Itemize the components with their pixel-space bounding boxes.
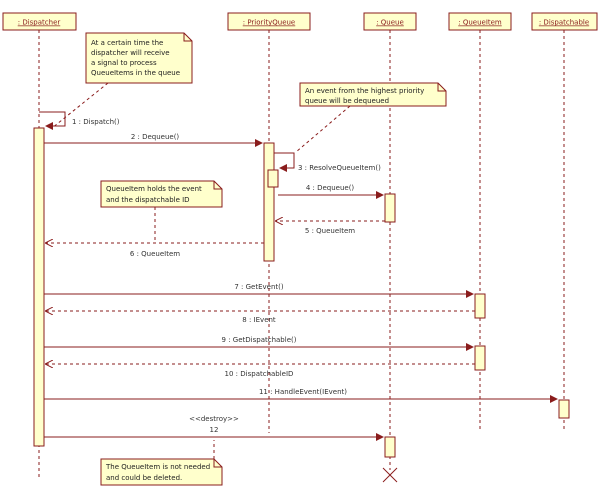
activation-dispatchable: [558, 399, 570, 419]
activation-queue-destroy: [384, 436, 396, 458]
message-3[interactable]: 3 : ResolveQueueItem(): [274, 152, 381, 172]
message-4[interactable]: 4 : Dequeue(): [278, 184, 384, 199]
note-line: a signal to process: [91, 59, 157, 67]
lifeline-header-priorityqueue[interactable]: : PriorityQueue: [227, 12, 311, 31]
message-label: 8 : IEvent: [242, 316, 276, 324]
message-label: 11 : HandleEvent(IEvent): [259, 388, 347, 396]
note-line: and the dispatchable ID: [106, 196, 190, 204]
message-label: 6 : QueueItem: [130, 250, 180, 258]
message-label: 2 : Dequeue(): [131, 133, 180, 141]
note-line: and could be deleted.: [106, 474, 182, 482]
note-line: queue will be dequeued: [305, 97, 389, 105]
message-label: 4 : Dequeue(): [306, 184, 355, 192]
note-line: At a certain time the: [91, 39, 163, 47]
activation-priorityqueue-nested: [267, 169, 279, 188]
note-line: QueueItem holds the event: [106, 185, 202, 193]
note-holds[interactable]: QueueItem holds the event and the dispat…: [100, 180, 223, 243]
message-label: 7 : GetEvent(): [234, 283, 284, 291]
activation-queueitem-getevent: [474, 293, 486, 319]
activation-priorityqueue: [263, 142, 275, 262]
lifeline-header-queue[interactable]: : Queue: [363, 12, 417, 31]
lifeline-name: : Dispatcher: [18, 19, 61, 27]
activation-queue: [384, 193, 396, 223]
lifeline-name: : Queue: [376, 19, 404, 27]
message-11[interactable]: 11 : HandleEvent(IEvent): [44, 388, 558, 403]
lifeline-name: : PriorityQueue: [243, 19, 296, 27]
lifeline-header-dispatcher[interactable]: : Dispatcher: [2, 12, 77, 31]
message-5[interactable]: 5 : QueueItem: [276, 221, 385, 235]
message-6[interactable]: 6 : QueueItem: [46, 243, 264, 258]
note-line: An event from the highest priority: [305, 87, 424, 95]
lifeline-name: : Dispatchable: [539, 19, 589, 27]
note-line: dispatcher will receive: [91, 49, 170, 57]
message-1[interactable]: 1 : Dispatch(): [39, 111, 120, 130]
lifeline-header-dispatchable[interactable]: : Dispatchable: [531, 12, 598, 31]
note-signal[interactable]: At a certain time the dispatcher will re…: [51, 32, 193, 129]
message-10[interactable]: 10 : DispatchableID: [46, 364, 475, 378]
lifeline-header-queueitem[interactable]: : QueueItem: [448, 12, 512, 31]
message-label: 9 : GetDispatchable(): [222, 336, 297, 344]
destroy-marker-icon: [382, 467, 398, 483]
message-label: 1 : Dispatch(): [72, 118, 120, 126]
message-label: 12: [210, 426, 219, 434]
message-label: 10 : DispatchableID: [225, 370, 294, 378]
note-line: The QueueItem is not needed: [105, 463, 210, 471]
note-highest[interactable]: An event from the highest priority queue…: [295, 82, 447, 153]
lifeline-name: : QueueItem: [458, 19, 502, 27]
message-9[interactable]: 9 : GetDispatchable(): [44, 336, 474, 351]
message-12[interactable]: <<destroy>> 12: [44, 415, 384, 441]
note-line: QueueItems in the queue: [91, 69, 180, 77]
message-8[interactable]: 8 : IEvent: [46, 311, 475, 324]
message-7[interactable]: 7 : GetEvent(): [44, 283, 474, 298]
activation-dispatcher: [33, 127, 45, 447]
message-stereotype: <<destroy>>: [189, 415, 239, 423]
message-2[interactable]: 2 : Dequeue(): [44, 133, 263, 147]
note-delete[interactable]: The QueueItem is not needed and could be…: [100, 440, 223, 486]
message-label: 3 : ResolveQueueItem(): [298, 164, 381, 172]
message-label: 5 : QueueItem: [305, 227, 355, 235]
activation-queueitem-getdispatchable: [474, 345, 486, 371]
